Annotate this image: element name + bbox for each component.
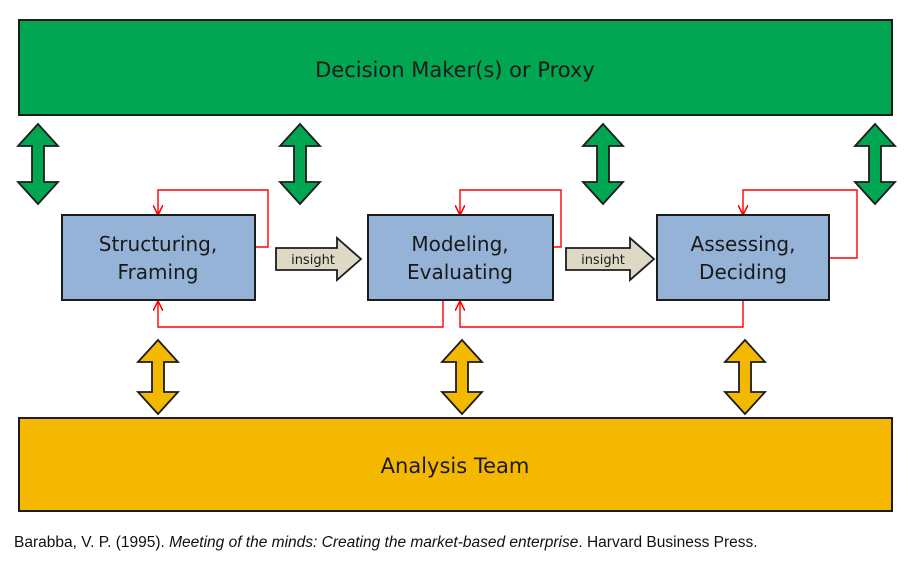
insight-arrow-shape: [565, 236, 656, 282]
insight-label: insight: [291, 253, 335, 268]
stage-box: [367, 214, 554, 301]
orange-double-arrow: [439, 338, 485, 416]
stage-label-line1: Modeling,: [411, 232, 508, 256]
self-loop-structuring: [158, 189, 269, 248]
self-loop-modeling: [460, 189, 562, 248]
green-double-arrow: [580, 122, 626, 206]
insight-label: insight: [581, 253, 625, 268]
stage-label-line2: Evaluating: [407, 260, 513, 284]
stage-label-line2: Deciding: [699, 260, 787, 284]
decision-maker-label: Decision Maker(s) or Proxy: [315, 58, 595, 82]
orange-double-arrow: [135, 338, 181, 416]
citation-caption: Barabba, V. P. (1995). Meeting of the mi…: [14, 534, 758, 552]
stage-modeling: Modeling, Evaluating: [367, 214, 554, 301]
stage-label-line1: Structuring,: [99, 232, 217, 256]
insight-arrow-2: insight: [565, 236, 656, 282]
citation-title: Meeting of the minds: Creating the marke…: [169, 534, 579, 551]
green-double-arrow: [277, 122, 323, 206]
insight-arrow-shape: [275, 236, 363, 282]
feedback-assessing-to-modeling: [460, 300, 744, 328]
self-loop-assessing: [743, 189, 858, 259]
decision-maker-bar: [18, 19, 893, 116]
analysis-team-bar: [18, 417, 893, 512]
analysis-team-label: Analysis Team: [381, 454, 530, 478]
feedback-loops: [158, 189, 858, 328]
feedback-modeling-to-structuring: [158, 300, 444, 328]
insight-arrow-1: insight: [275, 236, 363, 282]
stage-label-line1: Assessing,: [691, 232, 796, 256]
stage-label-line2: Framing: [118, 260, 199, 284]
stage-box: [656, 214, 830, 301]
citation-publisher: . Harvard Business Press.: [578, 534, 758, 551]
orange-double-arrow: [722, 338, 768, 416]
analysis-arrows: [135, 338, 768, 416]
decision-arrows: [15, 122, 898, 206]
citation-authors: Barabba, V. P. (1995).: [14, 534, 170, 551]
stage-box: [61, 214, 256, 301]
green-double-arrow: [15, 122, 61, 206]
green-double-arrow: [852, 122, 898, 206]
stage-structuring: Structuring, Framing: [61, 214, 256, 301]
stage-assessing: Assessing, Deciding: [656, 214, 830, 301]
